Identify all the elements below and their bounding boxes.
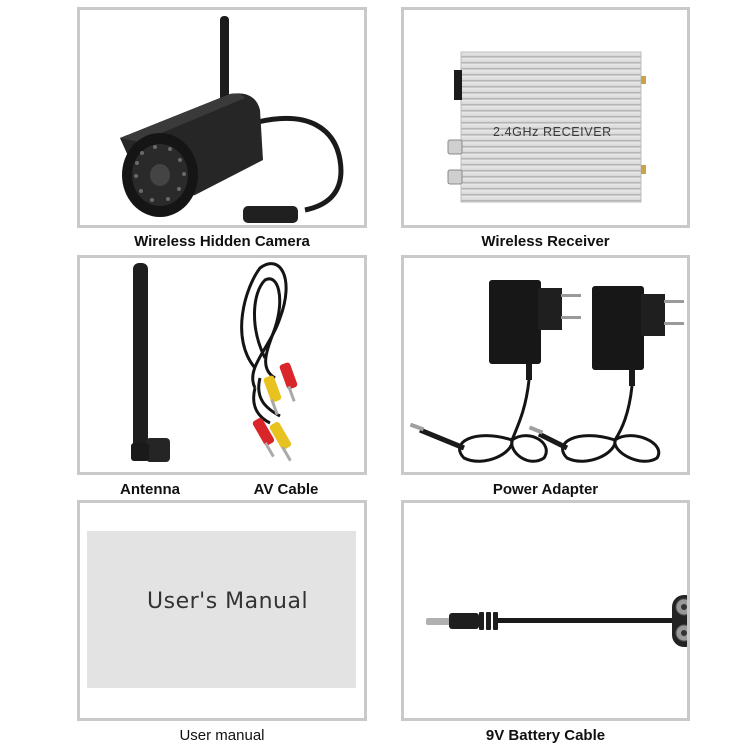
panel-power-adapter: [401, 255, 690, 475]
camera-image: [120, 16, 344, 223]
panel-antenna-av-cable: [77, 255, 367, 475]
caption-power-adapter: Power Adapter: [492, 481, 599, 498]
power-adapter-image: [409, 280, 684, 463]
user-manual-image: User's Manual: [87, 531, 356, 688]
caption-av-cable: AV Cable: [253, 481, 319, 498]
antenna-av-cable-image: [131, 262, 298, 462]
caption-wireless-hidden-camera: Wireless Hidden Camera: [134, 233, 310, 250]
caption-antenna: Antenna: [120, 481, 180, 498]
receiver-image: [447, 51, 646, 203]
manual-cover-text: User's Manual: [147, 589, 309, 614]
panel-user-manual: User's Manual: [77, 500, 367, 721]
panel-receiver: 2.4GHz RECEIVER: [401, 7, 690, 228]
battery-cable-image: [426, 595, 687, 647]
caption-9v-battery-cable: 9V Battery Cable: [485, 727, 606, 744]
caption-wireless-receiver: Wireless Receiver: [481, 233, 610, 250]
receiver-device-label: 2.4GHz RECEIVER: [493, 125, 612, 139]
panel-camera: [77, 7, 367, 228]
caption-user-manual: User manual: [179, 727, 265, 744]
panel-battery-cable: [401, 500, 690, 721]
